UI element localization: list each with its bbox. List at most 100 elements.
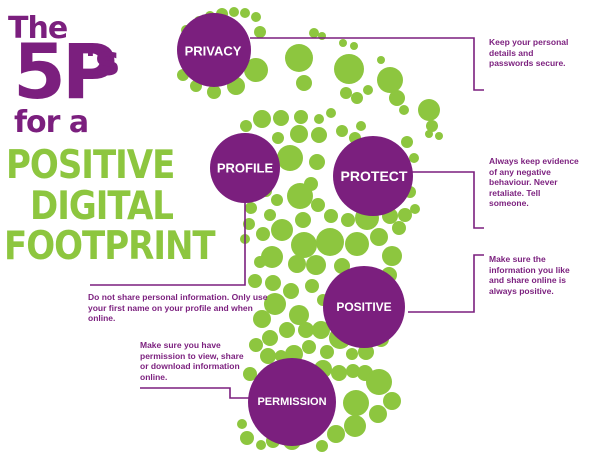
- footprint-dot: [398, 208, 412, 222]
- footprint-dot: [320, 345, 334, 359]
- footprint-dot: [351, 92, 363, 104]
- footprint-dot: [262, 330, 278, 346]
- footprint-dot: [389, 90, 405, 106]
- footprint-dot: [261, 246, 283, 268]
- protect-note: Always keep evidence of any negative beh…: [489, 156, 579, 208]
- footprint-dot: [382, 246, 402, 266]
- footprint-dot: [409, 153, 419, 163]
- footprint-dot: [283, 283, 299, 299]
- footprint-dot: [350, 42, 358, 50]
- footprint-dot: [312, 321, 330, 339]
- footprint-dot: [311, 198, 325, 212]
- footprint-dot: [237, 419, 247, 429]
- title-positive: POSITIVE: [6, 142, 175, 189]
- footprint-dot: [377, 56, 385, 64]
- footprint-dot: [265, 275, 281, 291]
- footprint-dot: [334, 54, 364, 84]
- footprint-dot: [298, 322, 314, 338]
- title-for-a: for a: [14, 105, 89, 140]
- positive-note: Make sure the information you like and s…: [489, 254, 570, 296]
- title-5p: 5P: [13, 27, 118, 116]
- connector-lines: [90, 37, 484, 399]
- footprint-dot: [356, 121, 366, 131]
- principle-circles: [177, 13, 413, 446]
- footprint-dot: [207, 85, 221, 99]
- footprint-dot: [399, 105, 409, 115]
- profile-note: Do not share personal information. Only …: [88, 292, 268, 323]
- footprint-dot: [339, 39, 347, 47]
- footprint-dot: [240, 8, 250, 18]
- privacy-connector: [250, 37, 484, 91]
- footprint-dot: [271, 194, 283, 206]
- positive-connector: [408, 254, 484, 313]
- title-the: The: [8, 11, 68, 46]
- footprint-dot: [383, 392, 401, 410]
- footprint-dot: [248, 274, 262, 288]
- footprint-dot: [243, 367, 257, 381]
- footprint-dot: [377, 67, 403, 93]
- footprint-dot: [331, 365, 347, 381]
- footprint-dot: [294, 110, 308, 124]
- footprint-dot: [302, 340, 316, 354]
- footprint-dot: [344, 415, 366, 437]
- footprint-dot: [370, 228, 388, 246]
- footprint-dot: [309, 154, 325, 170]
- privacy-label: PRIVACY: [184, 43, 242, 59]
- footprint-dot: [316, 440, 328, 452]
- footprint-dot: [426, 120, 438, 132]
- footprint-dot: [244, 58, 268, 82]
- footprint-dot: [245, 202, 257, 214]
- footprint-dot: [340, 87, 352, 99]
- footprint-dot: [256, 440, 266, 450]
- footprint-dot: [253, 110, 271, 128]
- footprint-dot: [392, 221, 406, 235]
- footprint-dot: [264, 209, 276, 221]
- title-footprint: FOOTPRINT: [4, 223, 216, 270]
- footprint-dot: [287, 183, 313, 209]
- footprint-dot: [326, 108, 336, 118]
- footprint-dot: [243, 218, 255, 230]
- footprint-dots: [177, 7, 443, 452]
- footprint-dot: [277, 145, 303, 171]
- footprint-dot: [336, 125, 348, 137]
- footprint-dot: [334, 258, 350, 274]
- footprint-dot: [369, 405, 387, 423]
- profile-connector: [90, 188, 246, 286]
- footprint-dot: [264, 293, 286, 315]
- footprint-dot: [272, 132, 284, 144]
- footprint-dot: [253, 310, 271, 328]
- footprint-dot: [279, 322, 295, 338]
- footprint-dot: [358, 344, 374, 360]
- profile-label: PROFILE: [216, 160, 274, 176]
- footprint-dot: [425, 130, 433, 138]
- footprint-dot: [285, 44, 313, 72]
- footprint-dot: [343, 390, 369, 416]
- footprint-dot: [251, 12, 261, 22]
- footprint-dot: [254, 256, 266, 268]
- footprint-dot: [324, 209, 338, 223]
- permission-connector: [140, 387, 250, 399]
- footprint-dot: [290, 125, 308, 143]
- title-digital: DIGITAL: [30, 183, 174, 230]
- footprint-dot: [345, 232, 369, 256]
- footprint-dot: [273, 110, 289, 126]
- footprint-dot: [256, 227, 270, 241]
- footprint-dot: [289, 305, 309, 325]
- footprint-dot: [316, 228, 344, 256]
- footprint-dot: [366, 369, 392, 395]
- protect-connector: [412, 171, 484, 229]
- permission-circle: [248, 358, 336, 446]
- footprint-dot: [240, 120, 252, 132]
- footprint-dot: [240, 431, 254, 445]
- footprint-dot: [346, 348, 358, 360]
- permission-label: PERMISSION: [257, 396, 327, 408]
- footprint-dot: [306, 255, 326, 275]
- permission-note: Make sure you have permission to view, s…: [140, 340, 244, 382]
- footprint-dot: [288, 255, 306, 273]
- profile-circle: [210, 133, 280, 203]
- footprint-dot: [271, 219, 293, 241]
- footprint-dot: [229, 7, 239, 17]
- footprint-dot: [401, 136, 413, 148]
